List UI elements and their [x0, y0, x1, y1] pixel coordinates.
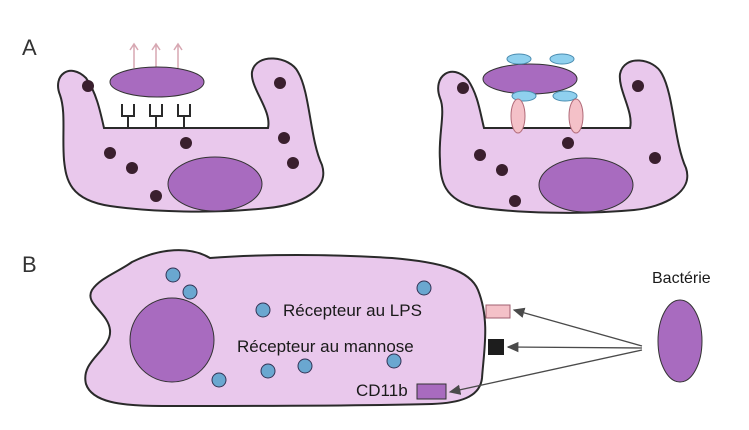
fc-receptor: [178, 104, 190, 128]
granule: [82, 80, 94, 92]
complement-receptor: [511, 99, 525, 133]
granule: [104, 147, 116, 159]
granule: [150, 190, 162, 202]
fc-receptor: [122, 104, 134, 128]
granule: [632, 80, 644, 92]
granule: [180, 137, 192, 149]
vesicle: [166, 268, 180, 282]
fc-receptors: [122, 104, 190, 128]
vesicle: [261, 364, 275, 378]
lps-receptor: [486, 305, 510, 318]
granule: [474, 149, 486, 161]
granule: [457, 82, 469, 94]
arrow-to-mannose: [508, 347, 642, 348]
vesicle: [212, 373, 226, 387]
mannose-receptor: [488, 339, 504, 355]
vesicle: [183, 285, 197, 299]
cd11b-label: CD11b: [356, 381, 408, 400]
bacterium: [658, 300, 702, 382]
granule: [562, 137, 574, 149]
granule: [496, 164, 508, 176]
nucleus-left: [168, 157, 262, 211]
cd11b-receptor: [417, 384, 446, 399]
panel-label-b: B: [22, 252, 37, 277]
granule: [274, 77, 286, 89]
particle-left: [110, 67, 204, 97]
mannose-receptor-label: Récepteur au mannose: [237, 337, 414, 356]
nucleus-right: [539, 158, 633, 212]
vesicle: [256, 303, 270, 317]
vesicle: [298, 359, 312, 373]
vesicle: [417, 281, 431, 295]
vesicle: [387, 354, 401, 368]
nucleus-b: [130, 298, 214, 382]
granule: [649, 152, 661, 164]
antibody-signals: [130, 44, 182, 68]
granule: [509, 195, 521, 207]
phagocyte-b: [85, 250, 485, 406]
particle-right: [483, 64, 577, 94]
panel-label-a: A: [22, 35, 37, 60]
lps-receptor-label: Récepteur au LPS: [283, 301, 422, 320]
arrow-to-lps: [514, 310, 642, 346]
bacterium-label: Bactérie: [652, 270, 711, 287]
granule: [287, 157, 299, 169]
fc-receptor: [150, 104, 162, 128]
granule: [126, 162, 138, 174]
complement-receptor: [569, 99, 583, 133]
granule: [278, 132, 290, 144]
